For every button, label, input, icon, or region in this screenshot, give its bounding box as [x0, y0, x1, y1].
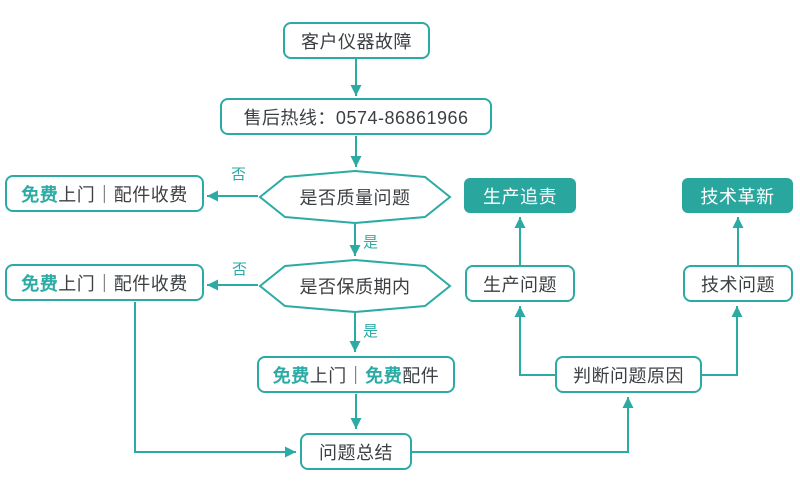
decision-warranty-label: 是否保质期内 — [299, 277, 411, 297]
node-free-visit-paid-parts-2: 免费上门｜配件收费 — [5, 264, 204, 301]
node-judge-cause-label: 判断问题原因 — [573, 365, 684, 386]
node-production-accountability: 生产追责 — [464, 178, 576, 213]
node-free-visit-paid-parts-2-rest: 上门｜配件收费 — [58, 273, 188, 294]
node-free-visit-free-parts: 免费上门｜免费配件 — [257, 356, 455, 393]
node-tech-innovation: 技术革新 — [682, 178, 793, 213]
node-tech-issue-label: 技术问题 — [701, 274, 775, 295]
node-hotline-label: 售后热线：0574-86861966 — [243, 107, 469, 128]
edge-judge-to-production-issue — [514, 306, 555, 376]
node-free-visit-paid-parts-2-em: 免费 — [21, 273, 59, 294]
edge-label-no-1: 否 — [231, 166, 247, 183]
node-production-accountability-label: 生产追责 — [483, 186, 557, 207]
node-free-visit-paid-parts-1-em: 免费 — [21, 184, 59, 205]
edge-label-yes-1: 是 — [363, 234, 379, 251]
node-customer-fault-label: 客户仪器故障 — [301, 31, 412, 52]
decision-quality: 是否质量问题 — [260, 179, 450, 215]
decision-quality-shape — [258, 169, 452, 225]
node-customer-fault: 客户仪器故障 — [283, 22, 430, 59]
node-judge-cause: 判断问题原因 — [555, 356, 702, 393]
decision-warranty: 是否保质期内 — [260, 268, 450, 304]
node-production-issue-label: 生产问题 — [483, 274, 557, 295]
node-free-visit-paid-parts-1: 免费上门｜配件收费 — [5, 175, 204, 212]
node-free-visit-free-parts-mid: 上门｜ — [309, 365, 366, 386]
decision-quality-label: 是否质量问题 — [299, 188, 411, 208]
node-free-visit-free-parts-em2: 免费 — [365, 365, 403, 386]
node-hotline: 售后热线：0574-86861966 — [220, 98, 492, 135]
node-free-visit-free-parts-tail: 配件 — [402, 365, 440, 386]
edge-label-no-2: 否 — [232, 261, 248, 278]
node-summary: 问题总结 — [300, 433, 412, 470]
edge-judge-to-tech-issue — [702, 306, 743, 376]
edge-summary-to-judge — [412, 397, 634, 453]
edge-label-yes-2: 是 — [363, 323, 379, 340]
node-free-visit-paid-parts-1-rest: 上门｜配件收费 — [58, 184, 188, 205]
node-production-issue: 生产问题 — [465, 265, 575, 302]
edge-paidparts2-to-summary — [134, 302, 296, 458]
node-tech-issue: 技术问题 — [683, 265, 793, 302]
node-summary-label: 问题总结 — [319, 442, 393, 463]
node-free-visit-free-parts-em1: 免费 — [272, 365, 310, 386]
decision-warranty-shape — [258, 258, 452, 314]
node-tech-innovation-label: 技术革新 — [700, 186, 775, 207]
